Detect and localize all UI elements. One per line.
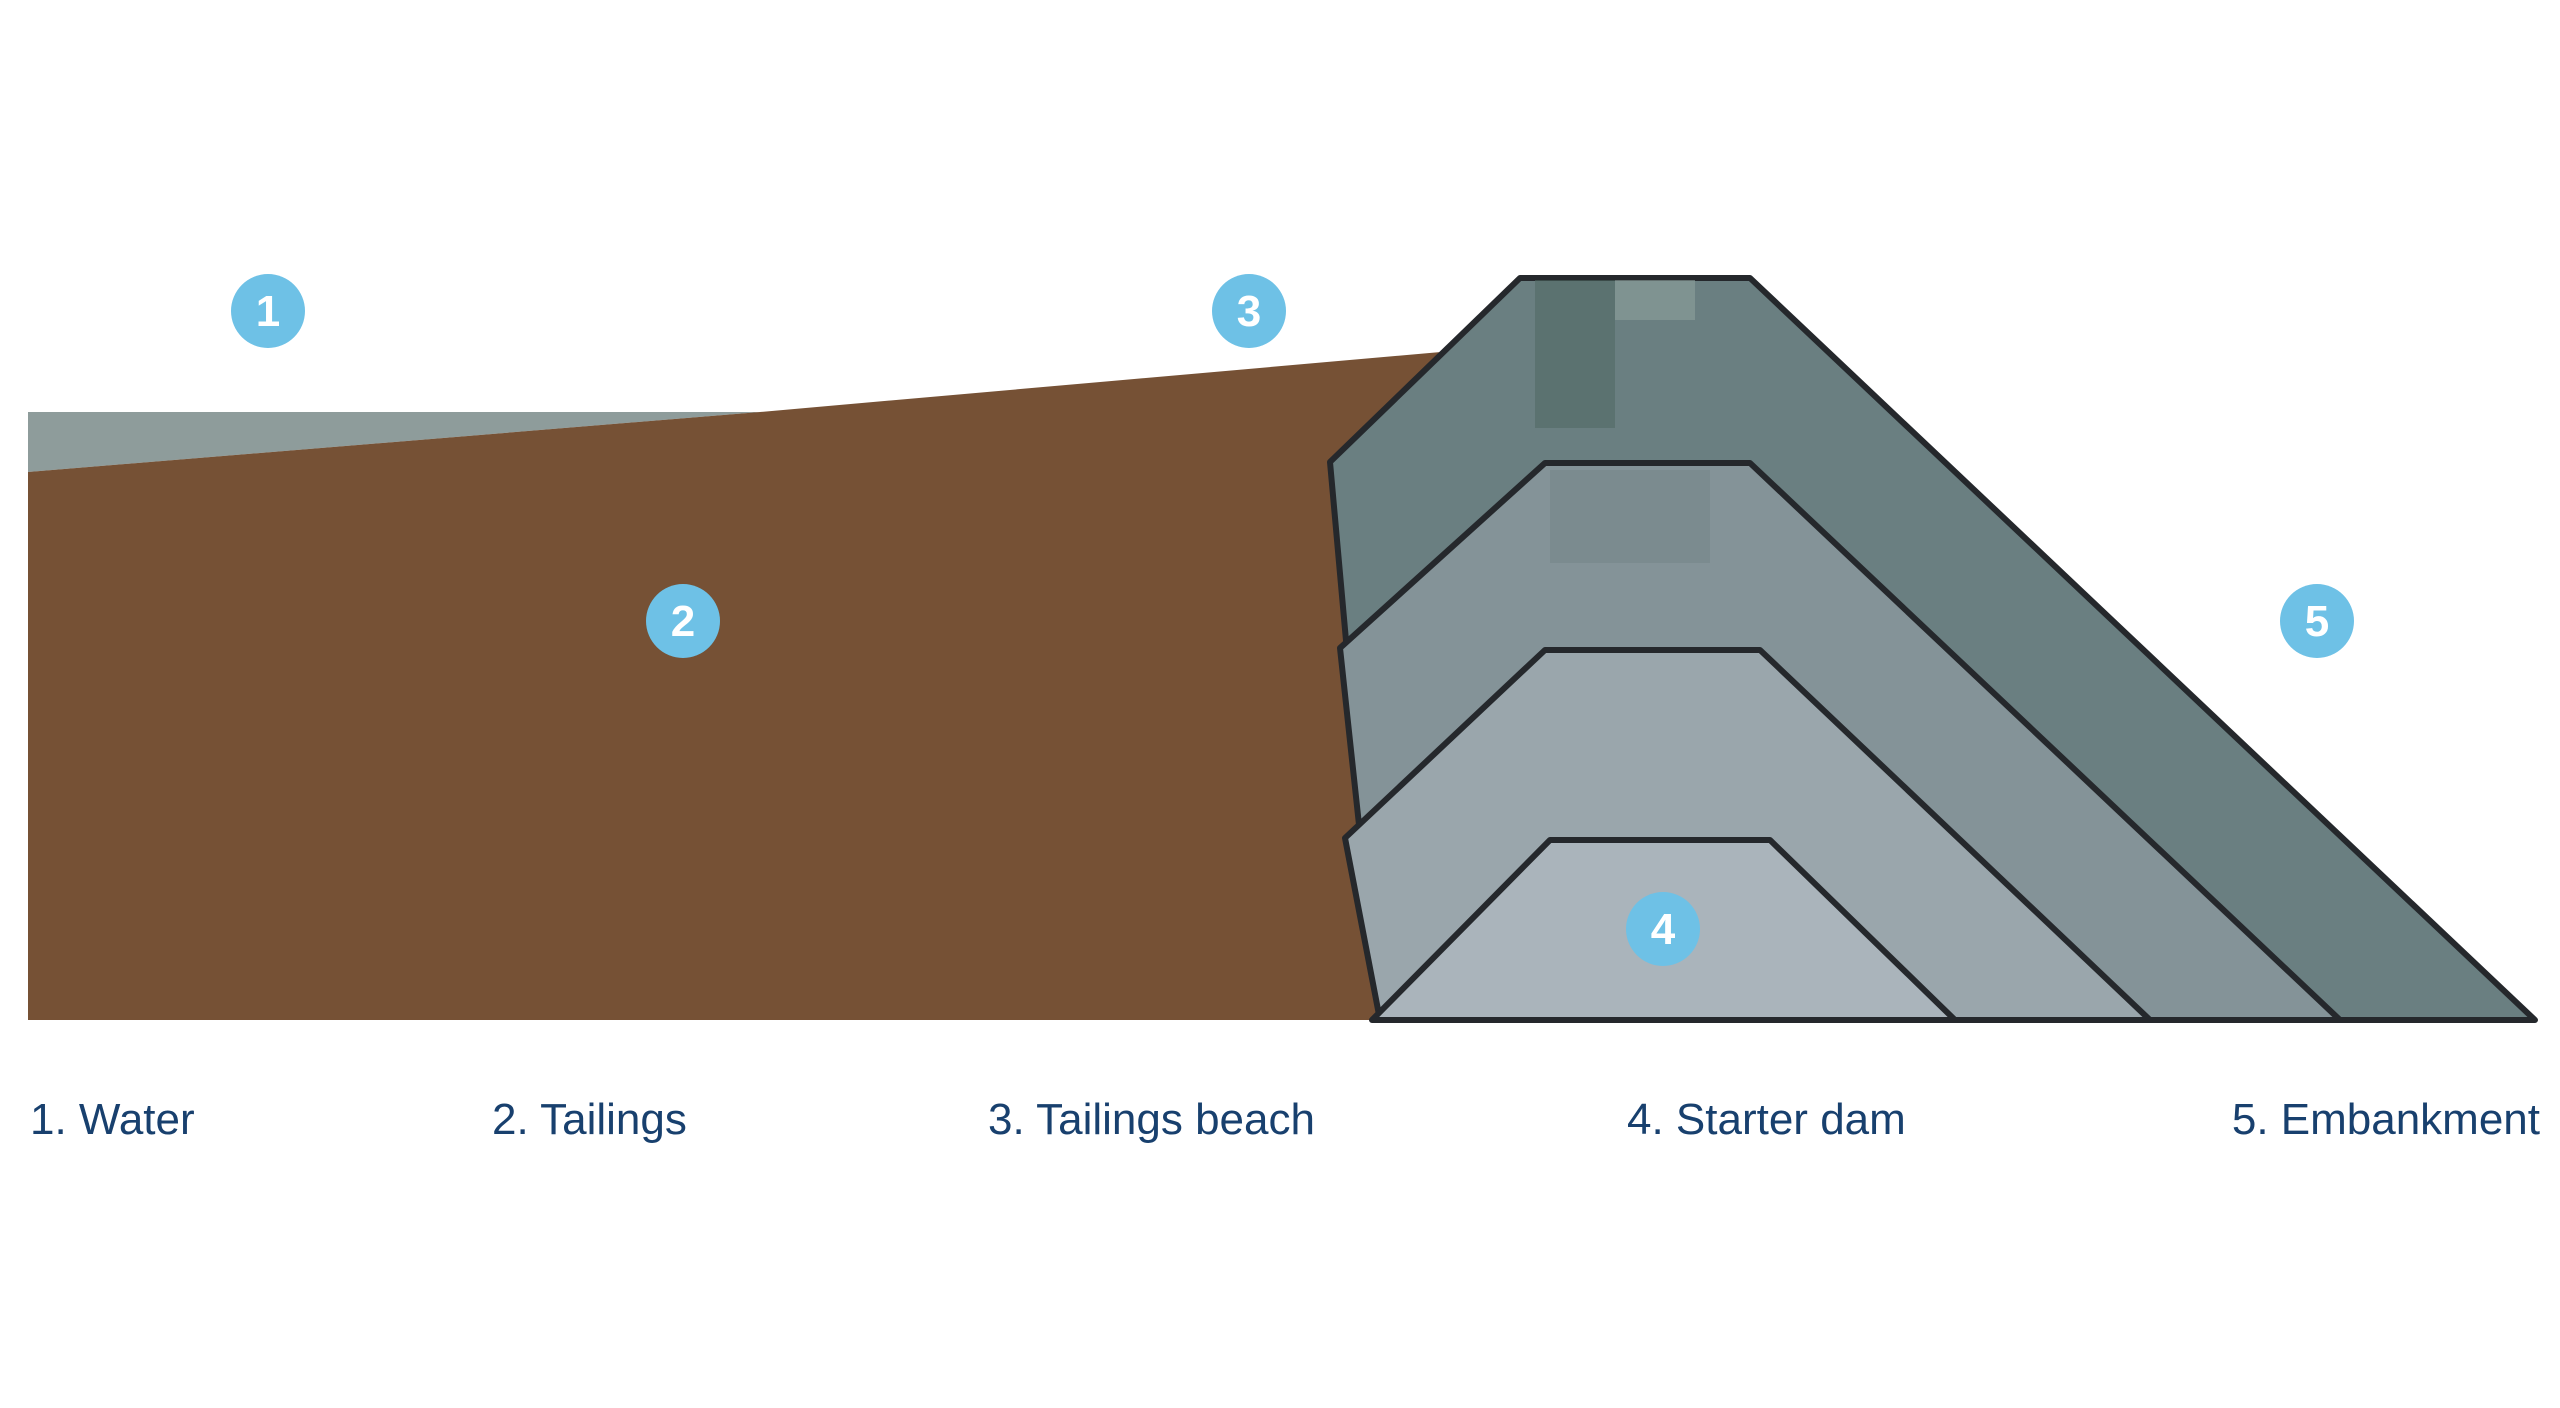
legend-embankment: 5. Embankment	[2232, 1095, 2540, 1144]
svg-text:5: 5	[2305, 597, 2329, 646]
svg-text:3: 3	[1237, 287, 1261, 336]
legend-water: 1. Water	[30, 1095, 195, 1144]
svg-text:1: 1	[256, 287, 280, 336]
svg-text:4: 4	[1651, 905, 1676, 954]
marker-tailings-beach: 3	[1212, 274, 1286, 348]
tailings-area	[28, 345, 1520, 1020]
marker-embankment: 5	[2280, 584, 2354, 658]
marker-water: 1	[231, 274, 305, 348]
legend-tailings-beach: 3. Tailings beach	[988, 1095, 1315, 1144]
svg-text:2: 2	[671, 597, 695, 646]
marker-starter-dam: 4	[1626, 892, 1700, 966]
facet-shading	[1535, 280, 1695, 428]
legend-starter-dam: 4. Starter dam	[1627, 1095, 1906, 1144]
marker-tailings: 2	[646, 584, 720, 658]
facet-shading-lower	[1550, 470, 1710, 563]
legend-tailings: 2. Tailings	[492, 1095, 687, 1144]
